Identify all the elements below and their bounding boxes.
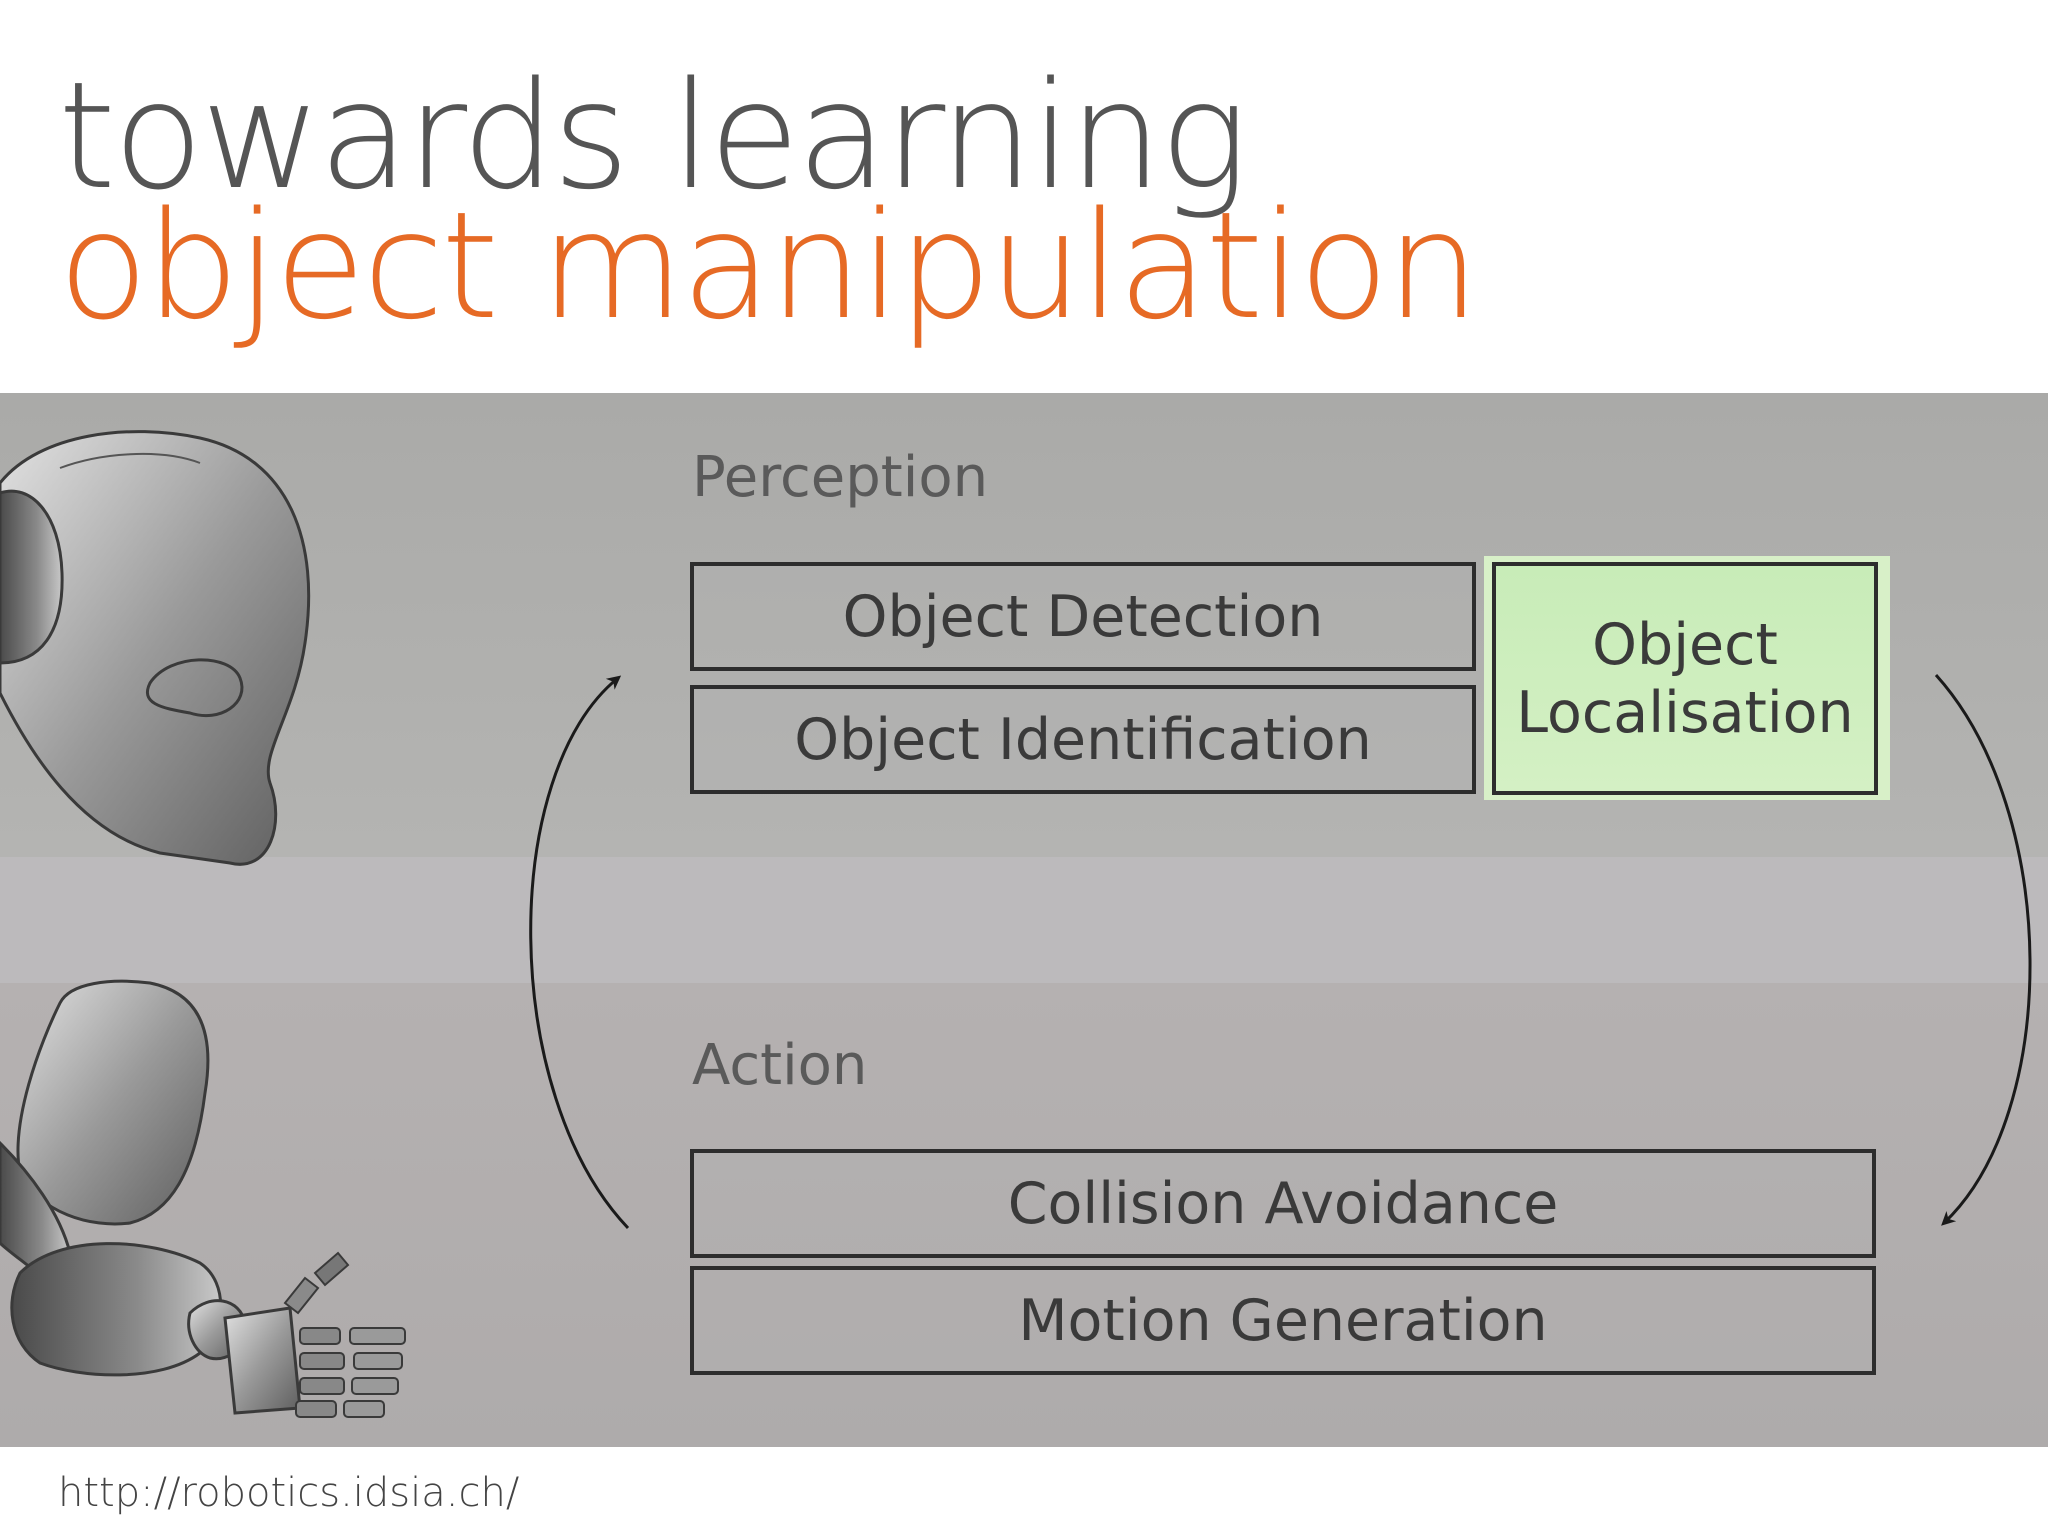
object-detection-box: Object Detection xyxy=(690,562,1476,671)
slide-title-line-1: towards learning xyxy=(58,50,1248,222)
object-localisation-line-2: Localisation xyxy=(1516,679,1854,746)
source-url-link[interactable]: http://robotics.idsia.ch/ xyxy=(58,1470,520,1516)
perception-to-action-arrow xyxy=(1934,673,2032,1226)
object-identification-box: Object Identification xyxy=(690,685,1476,794)
action-to-perception-arrow xyxy=(529,675,630,1230)
perception-action-diagram: Perception Object Detection Object Ident… xyxy=(0,393,2048,1447)
action-label: Action xyxy=(692,1033,868,1098)
motion-generation-box: Motion Generation xyxy=(690,1266,1876,1375)
object-localisation-box: Object Localisation xyxy=(1492,562,1878,795)
slide-title-line-2: object manipulation xyxy=(58,180,1480,352)
object-localisation-line-1: Object xyxy=(1592,611,1778,678)
perception-label: Perception xyxy=(692,445,989,510)
robot-illustration xyxy=(0,430,406,1418)
robot-arm-hand-icon xyxy=(0,979,406,1418)
separator-band xyxy=(0,857,2048,983)
cycle-arrows xyxy=(529,673,2032,1230)
robot-head-icon xyxy=(0,430,311,866)
collision-avoidance-box: Collision Avoidance xyxy=(690,1149,1876,1258)
